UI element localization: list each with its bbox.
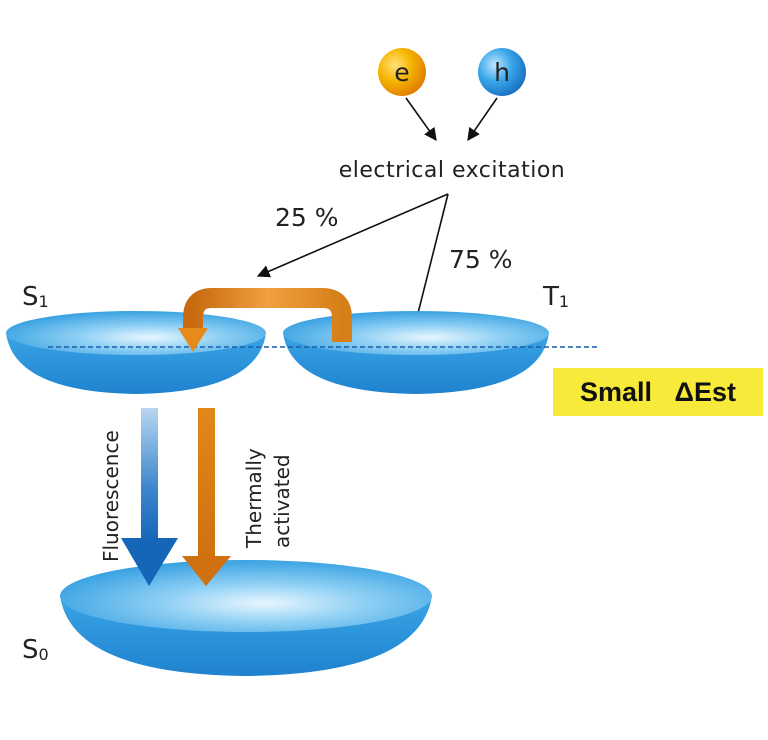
excitation-label: electrical excitation [339, 158, 565, 183]
singlet-branch-arrow [256, 193, 449, 278]
s1-dish [6, 311, 266, 394]
hole-particle: h [478, 48, 526, 96]
hole-label: h [494, 58, 510, 87]
small-delta-est-badge [553, 368, 763, 416]
electron-label: e [394, 58, 409, 87]
svg-text:S1: S1 [22, 282, 49, 312]
fluorescence-arrow [121, 408, 178, 586]
thermally-activated-arrow [182, 408, 231, 586]
t1-dish [283, 311, 549, 394]
s0-dish [60, 560, 432, 676]
s1-label: S1 [22, 282, 49, 312]
small-delta-est-label: Small ΔEst [580, 377, 736, 407]
electron-arrow [405, 97, 437, 142]
singlet-percent-label: 25 % [275, 203, 339, 232]
hole-arrow [467, 97, 498, 142]
svg-text:T1: T1 [542, 282, 569, 312]
svg-text:S0: S0 [22, 635, 49, 665]
t1-label: T1 [542, 282, 569, 312]
activated-label: activated [270, 454, 294, 548]
thermally-label: Thermally [242, 448, 266, 549]
electron-particle: e [378, 48, 426, 96]
s0-label: S0 [22, 635, 49, 665]
reverse-intersystem-crossing-arrow [178, 288, 352, 352]
triplet-percent-label: 75 % [449, 245, 513, 274]
fluorescence-label: Fluorescence [99, 430, 123, 562]
